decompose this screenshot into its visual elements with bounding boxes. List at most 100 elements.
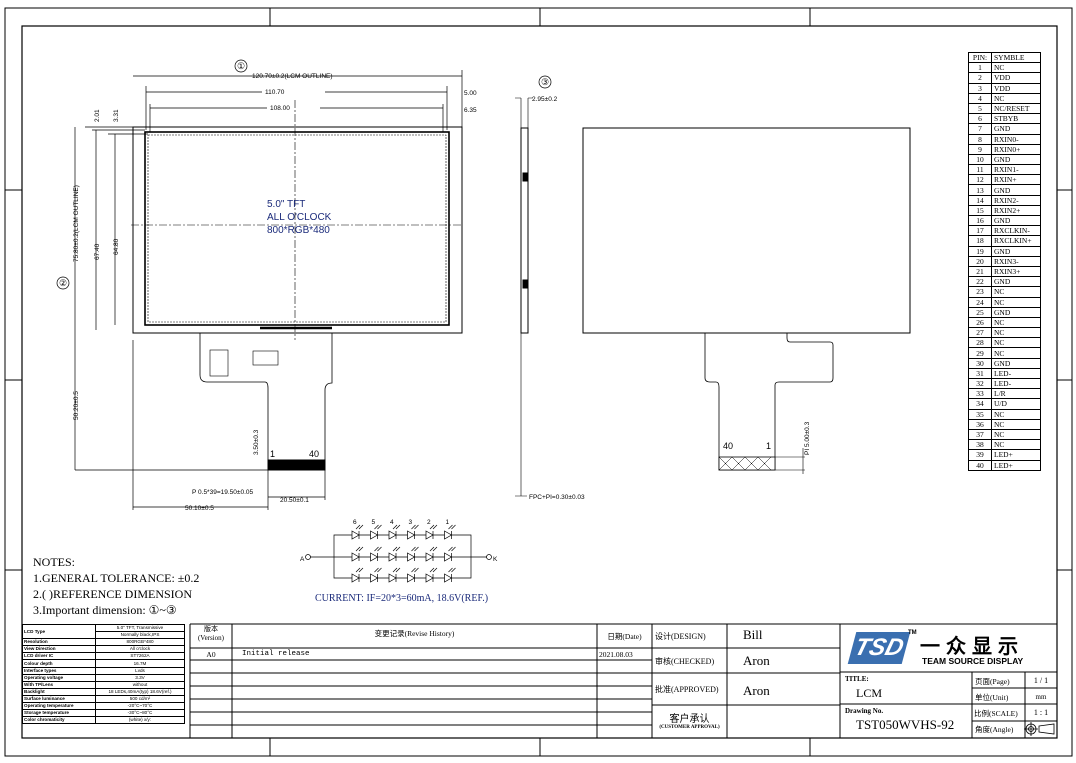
pin-number: 31 xyxy=(968,367,992,380)
pin-symbol: NC xyxy=(991,62,1041,74)
pin-symbol: L/R xyxy=(991,388,1041,400)
revision-description: Initial release xyxy=(242,650,310,658)
unit-label: 单位(Unit) xyxy=(975,693,1009,702)
spec-value: 16.7M xyxy=(95,659,185,668)
led-column-label: 3 xyxy=(409,519,413,526)
spec-label: LCD driver IC xyxy=(22,652,96,661)
spec-label: Operating voltage xyxy=(22,673,96,682)
scale-label: 比例(SCALE) xyxy=(974,709,1018,718)
pin-symbol: NC xyxy=(991,327,1041,339)
pin-number: 24 xyxy=(968,296,992,308)
pin-number: 13 xyxy=(968,184,992,196)
pin-symbol: LED+ xyxy=(991,459,1041,471)
pin-number: 9 xyxy=(968,143,992,155)
spec-label: Interface types xyxy=(22,666,96,675)
spec-label: With TP/Lens xyxy=(22,680,96,689)
led-current-spec: CURRENT: IF=20*3=60mA, 18.6V(REF.) xyxy=(315,593,488,604)
pin-number: 15 xyxy=(968,204,992,217)
pin-number: 8 xyxy=(968,133,992,145)
pin-symbol: NC xyxy=(991,418,1041,430)
pin-number: 11 xyxy=(968,164,992,176)
scale-value: 1 : 1 xyxy=(1033,708,1049,717)
pin-symbol: VDD xyxy=(991,82,1041,94)
pin-header: PIN: xyxy=(968,51,992,64)
pin-number: 37 xyxy=(968,428,992,441)
pin-number: 21 xyxy=(968,265,992,278)
pin-number: 32 xyxy=(968,377,992,390)
dim-bezel-width: 110.70 xyxy=(265,89,285,96)
spec-row: Color chromaticity(white) x/y: xyxy=(22,716,185,725)
company-name-en: TEAM SOURCE DISPLAY xyxy=(922,656,1024,666)
version-header: 版本 (Version) xyxy=(197,625,225,642)
panel-text-view: ALL O'CLOCK xyxy=(267,212,332,223)
pin-symbol: VDD xyxy=(991,72,1041,84)
pin-number: 25 xyxy=(968,306,992,318)
title-block-grid xyxy=(189,623,1057,738)
pin-number: 22 xyxy=(968,276,992,288)
pin-symbol: RXCLKIN- xyxy=(991,225,1041,237)
drawing-title: LCM xyxy=(856,686,883,700)
spec-value: 500 cd/m² xyxy=(95,694,185,704)
pin-symbol: RXIN2- xyxy=(991,194,1041,206)
spec-label: Color chromaticity xyxy=(22,716,96,725)
pin-symbol: NC xyxy=(991,428,1041,441)
drawing-no-label: Drawing No. xyxy=(845,707,884,715)
pin-symbol: GND xyxy=(991,153,1041,166)
spec-value: 800RGB*480 xyxy=(95,638,185,647)
drawing-number: TST050WVHS-92 xyxy=(856,717,955,732)
led-diode-icon xyxy=(351,567,364,583)
view-marker-3: ③ xyxy=(541,77,549,87)
pin-symbol: GND xyxy=(991,357,1041,369)
led-diode-icon xyxy=(388,567,401,583)
pin-symbol: RXIN1- xyxy=(991,164,1041,176)
dim-active-width: 108.00 xyxy=(270,105,290,112)
spec-value: All o'clock xyxy=(95,645,185,654)
pin-number: 27 xyxy=(968,327,992,339)
pin-symbol: NC xyxy=(991,347,1041,359)
pin-symbol: NC xyxy=(991,92,1041,104)
pin-number: 39 xyxy=(968,449,992,461)
outer-frame xyxy=(4,7,1073,757)
pin-table-header: PIN:SYMBLE xyxy=(968,51,1041,64)
led-column-label: 5 xyxy=(372,519,376,526)
checked-name: Aron xyxy=(743,653,770,668)
led-diode-icon xyxy=(444,524,456,540)
pin-number: 10 xyxy=(968,153,992,166)
side-view xyxy=(515,75,552,497)
anode-label: A xyxy=(300,556,305,563)
pin-symbol: LED- xyxy=(991,377,1041,390)
led-diode-icon xyxy=(407,546,419,562)
revision-version: A0 xyxy=(206,650,216,659)
approved-label: 批准(APPROVED) xyxy=(655,685,719,694)
pin-number: 26 xyxy=(968,316,992,329)
pin-number: 19 xyxy=(968,245,992,257)
pin-number: 4 xyxy=(968,92,992,104)
pin-symbol: STBYB xyxy=(991,113,1041,125)
panel-text-size: 5.0" TFT xyxy=(267,199,305,210)
spec-label: Surface luminance xyxy=(22,694,96,704)
pin-number: 2 xyxy=(968,72,992,84)
note-tolerance: 1.GENERAL TOLERANCE: ±0.2 xyxy=(33,571,200,585)
dim-thickness: 2.95±0.2 xyxy=(532,96,558,103)
